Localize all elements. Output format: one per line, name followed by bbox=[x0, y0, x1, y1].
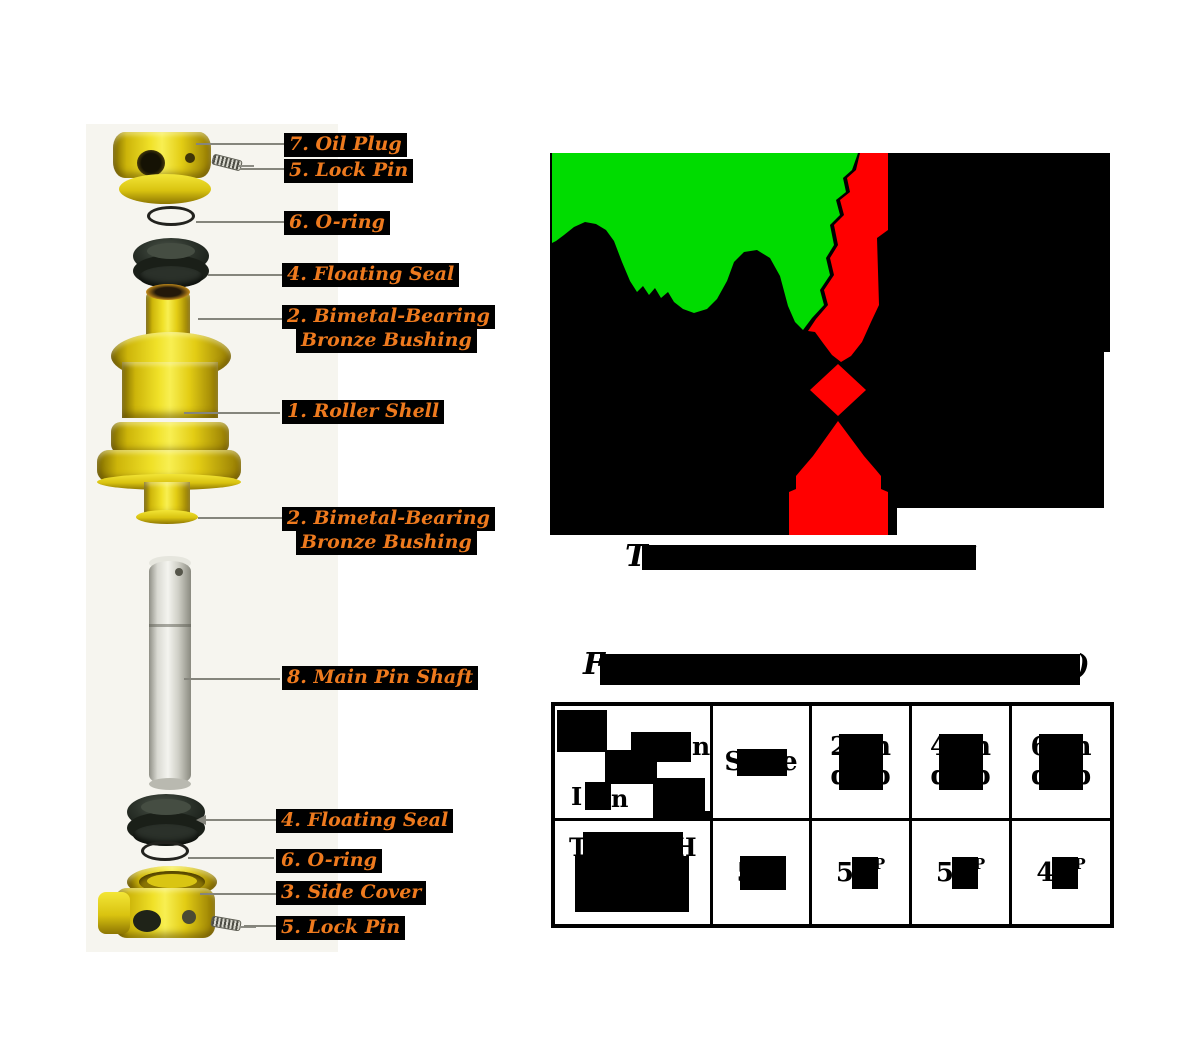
photo-red-diamond bbox=[810, 364, 866, 416]
photo-red-triangle bbox=[789, 421, 888, 535]
bushing-top-mouth bbox=[146, 284, 190, 300]
table-header-6mm: 6n dp bbox=[1012, 706, 1110, 821]
leader-floating-seal-bottom bbox=[206, 819, 276, 821]
floating-seal-top-face bbox=[147, 243, 195, 259]
redaction-box bbox=[938, 734, 983, 790]
section-heading-start-fragment: F bbox=[583, 647, 605, 682]
label-o-ring-bottom: 6. O-ring bbox=[276, 849, 382, 873]
leader-main-pin-shaft bbox=[184, 678, 280, 680]
side-cover-body bbox=[115, 888, 215, 938]
corner-bottom-fragment-2: n bbox=[611, 784, 629, 813]
leader-side-cover bbox=[200, 893, 276, 895]
leader-arrow-icon bbox=[196, 815, 206, 825]
photo-caption-start-fragment: T bbox=[625, 539, 648, 574]
leader-lock-pin-bottom bbox=[244, 925, 276, 927]
table-corner-cell: n I n bbox=[555, 706, 713, 821]
table-header-surface: S e bbox=[713, 706, 812, 821]
bushing-bottom-flange bbox=[136, 510, 198, 524]
section-heading-redaction-bar bbox=[600, 654, 1080, 685]
table-value-surface: 5 bbox=[713, 821, 812, 924]
label-o-ring-top: 6. O-ring bbox=[284, 211, 390, 235]
row-label-start-fragment: T bbox=[569, 833, 588, 862]
redaction-box bbox=[739, 855, 786, 890]
leader-lock-pin-top bbox=[240, 168, 284, 170]
side-cover-lug-hole bbox=[133, 910, 161, 932]
leader-o-ring-top bbox=[196, 221, 284, 223]
redaction-box bbox=[737, 748, 788, 776]
corner-top-fragment: n bbox=[692, 732, 711, 761]
label-oil-plug: 7. Oil Plug bbox=[284, 133, 407, 157]
redaction-box bbox=[583, 832, 683, 856]
o-ring-bottom-part bbox=[141, 841, 189, 861]
table-row-label-cell: T H bbox=[555, 821, 713, 924]
redaction-box bbox=[1039, 734, 1083, 790]
floating-seal-top-rim bbox=[139, 266, 203, 288]
main-pin-shaft-body bbox=[149, 561, 191, 785]
label-floating-seal-bottom: 4. Floating Seal bbox=[276, 809, 454, 833]
redaction-box bbox=[698, 811, 710, 821]
roller-shell-barrel bbox=[122, 362, 218, 418]
redacted-photo-panel bbox=[550, 153, 1110, 535]
oil-plug-port bbox=[185, 153, 195, 163]
photo-green-region bbox=[552, 153, 858, 330]
main-pin-shaft-hole bbox=[175, 568, 183, 576]
value-fragment: 5 bbox=[835, 857, 854, 888]
redaction-box bbox=[557, 710, 607, 752]
value-sup-fragment: P bbox=[873, 854, 886, 873]
redaction-box bbox=[1052, 856, 1079, 889]
redaction-box bbox=[575, 856, 689, 912]
label-floating-seal-top: 4. Floating Seal bbox=[282, 263, 460, 287]
lock-pin-bottom-tail bbox=[240, 926, 256, 928]
leader-bushing-bottom bbox=[198, 517, 282, 519]
label-main-pin-shaft: 8. Main Pin Shaft bbox=[282, 666, 479, 690]
leader-roller-shell bbox=[184, 412, 280, 414]
o-ring-top-part bbox=[147, 206, 195, 226]
label-lock-pin-bottom: 5. Lock Pin bbox=[276, 916, 406, 940]
photo-red-stripe bbox=[808, 153, 888, 362]
oil-plug-hole bbox=[137, 150, 165, 176]
leader-bushing-top bbox=[198, 318, 283, 320]
main-pin-shaft-bottom bbox=[149, 778, 191, 790]
hardness-table: n I n S e 2n dp 4n dp 6n dp bbox=[551, 702, 1114, 928]
redaction-box bbox=[951, 856, 978, 889]
photo-caption-redaction-bar bbox=[642, 545, 976, 570]
lock-pin-top-tail bbox=[238, 165, 254, 167]
label-roller-shell: 1. Roller Shell bbox=[282, 400, 445, 424]
redaction-box bbox=[585, 782, 611, 810]
leader-o-ring-bottom bbox=[188, 857, 274, 859]
table-header-2mm: 2n dp bbox=[812, 706, 912, 821]
value-sup-fragment: P bbox=[1074, 854, 1086, 873]
oil-plug-flange bbox=[119, 174, 211, 204]
table-value-2mm: 5 P bbox=[812, 821, 912, 924]
table-value-4mm: 5 P bbox=[912, 821, 1012, 924]
redaction-box bbox=[653, 778, 705, 818]
side-cover-recess-face bbox=[147, 874, 197, 888]
corner-bottom-fragment-1: I bbox=[571, 782, 583, 811]
redaction-box bbox=[605, 750, 657, 784]
redaction-box bbox=[851, 856, 878, 889]
table-value-6mm: 4 P bbox=[1012, 821, 1110, 924]
roller-shell-flange-upper bbox=[111, 422, 229, 454]
floating-seal-bottom-face bbox=[141, 799, 191, 815]
table-header-4mm: 4n dp bbox=[912, 706, 1012, 821]
redaction-box bbox=[838, 734, 883, 790]
side-cover-pin-hole bbox=[182, 910, 196, 924]
leader-floating-seal-top bbox=[208, 274, 282, 276]
main-pin-shaft-joint bbox=[149, 624, 191, 627]
floating-seal-bottom-rim bbox=[133, 824, 199, 846]
side-cover-lug bbox=[98, 892, 130, 934]
value-sup-fragment: P bbox=[973, 854, 986, 873]
label-lock-pin-top: 5. Lock Pin bbox=[284, 159, 414, 183]
value-fragment: 4 bbox=[1036, 857, 1055, 888]
leader-oil-plug bbox=[196, 143, 284, 145]
value-fragment: 5 bbox=[935, 857, 954, 888]
label-side-cover: 3. Side Cover bbox=[276, 881, 427, 905]
